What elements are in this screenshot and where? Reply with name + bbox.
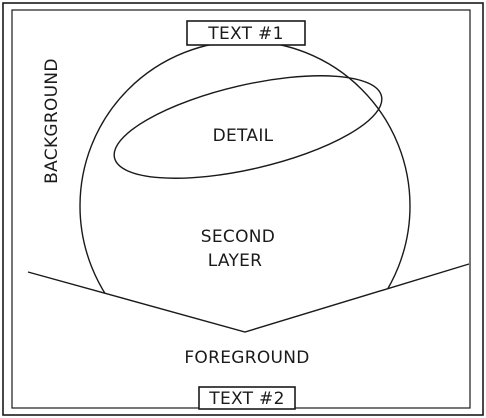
detail-label: DETAIL bbox=[213, 126, 274, 146]
background-label: BACKGROUND bbox=[42, 58, 62, 184]
second-layer-label-line1: SECOND bbox=[201, 227, 275, 247]
detail-ellipse bbox=[113, 75, 383, 179]
text1-label: TEXT #1 bbox=[207, 24, 283, 44]
text2-label: TEXT #2 bbox=[208, 389, 284, 409]
text1-box bbox=[186, 20, 306, 46]
second-layer-label-line2: LAYER bbox=[208, 251, 263, 271]
foreground-edge bbox=[27, 263, 470, 333]
foreground-label: FOREGROUND bbox=[184, 348, 309, 368]
text2-box bbox=[198, 386, 296, 410]
